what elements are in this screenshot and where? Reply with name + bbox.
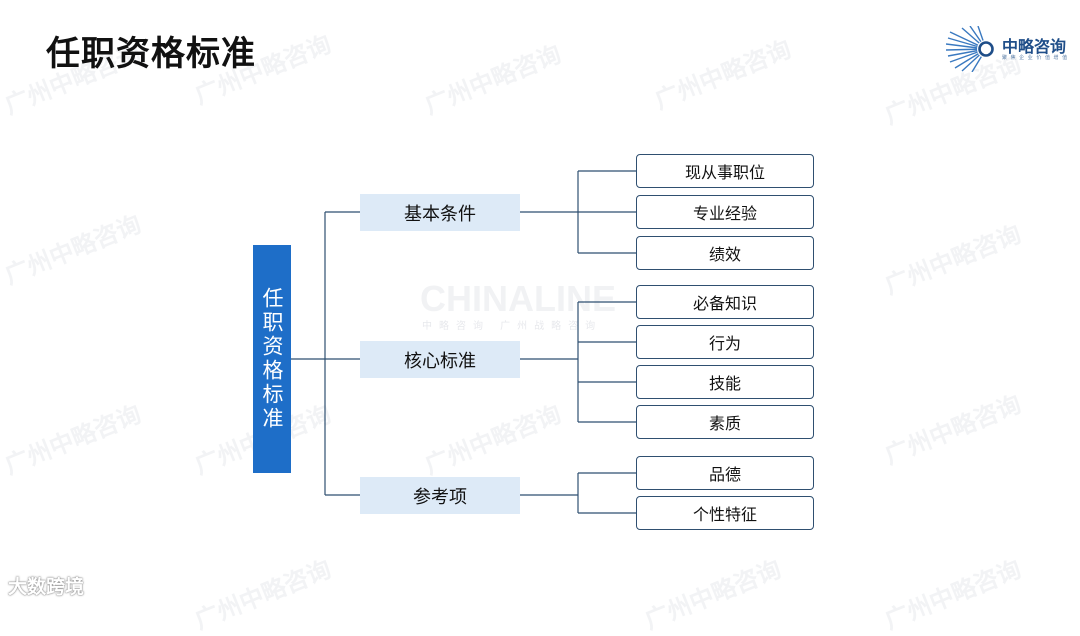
branch-node-reference-items: 参考项 [360, 477, 520, 514]
leaf-node: 专业经验 [636, 195, 814, 229]
logo-tagline: 聚 焦 企 业 价 值 增 值 [1002, 55, 1069, 61]
sunburst-circle-icon [946, 26, 995, 72]
page-title: 任职资格标准 [46, 34, 256, 74]
connector-lines [291, 170, 636, 514]
leaf-node: 个性特征 [636, 496, 814, 530]
leaf-node: 必备知识 [636, 285, 814, 319]
watermark-center: CHINALINE [420, 278, 616, 319]
leaf-node: 绩效 [636, 236, 814, 270]
watermark-center-sub: 中略咨询 广州战略咨询 [422, 321, 603, 332]
leaf-node: 技能 [636, 365, 814, 399]
branch-node-basic-conditions: 基本条件 [360, 194, 520, 231]
footer-brand: 大数跨境 [8, 576, 85, 598]
leaf-node: 品德 [636, 456, 814, 490]
leaf-node: 行为 [636, 325, 814, 359]
leaf-node: 现从事职位 [636, 154, 814, 188]
root-node: 任职资格标准 [253, 245, 291, 473]
logo-name: 中略咨询 [1002, 37, 1067, 56]
branch-node-core-standards: 核心标准 [360, 341, 520, 378]
leaf-node: 素质 [636, 405, 814, 439]
